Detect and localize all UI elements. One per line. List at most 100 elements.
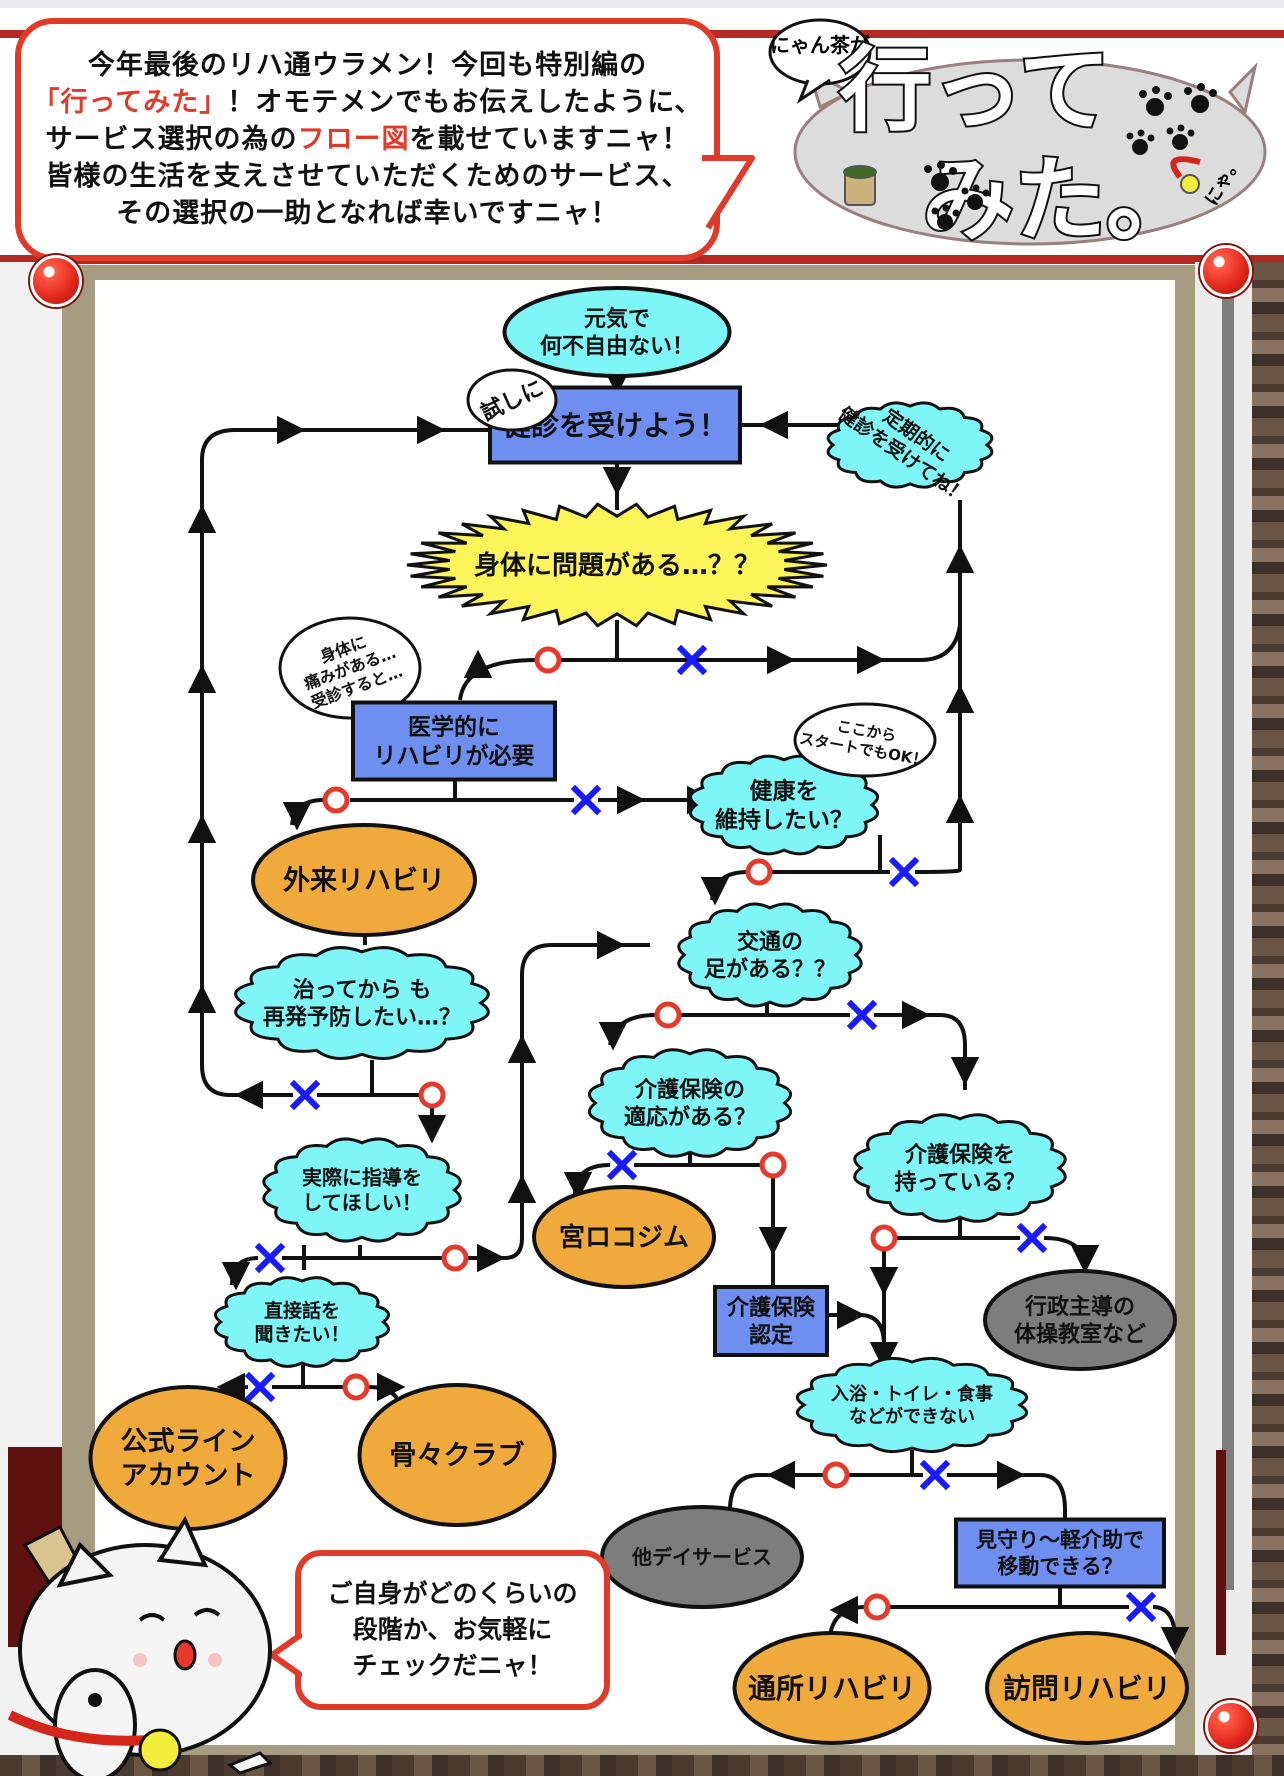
yes-mark-icon — [342, 1373, 370, 1401]
arrow-head-icon — [277, 415, 306, 445]
node-periodic-note: 定期的に健診を受けてね！ — [826, 401, 994, 508]
footer-line: チェックだニャ！ — [352, 1651, 553, 1680]
connector-lines — [187, 367, 1190, 1656]
node-day-rehab-shape — [732, 1631, 932, 1745]
no-mark-icon — [606, 1149, 638, 1181]
pin-top-right-icon — [1200, 245, 1252, 297]
arrow-head-icon — [767, 645, 796, 675]
node-ltc-have: 介護保険を持っている？ — [853, 1113, 1067, 1223]
node-pain-note-shape — [278, 616, 422, 720]
yes-no-marks — [244, 644, 1157, 1623]
yes-mark-icon — [759, 1151, 787, 1179]
arrow-head-icon — [187, 504, 217, 533]
intro-line: その選択の一助となれば幸いですニャ！ — [116, 198, 619, 229]
intro-line: 皆様の生活を支えさせていただくためのサービス、 — [45, 161, 690, 192]
cat-mascot-icon — [7, 1515, 273, 1776]
footer-text: ご自身がどのくらいの 段階か、お気軽に チェックだニャ！ — [327, 1576, 577, 1684]
arrow-head-icon — [902, 1000, 931, 1030]
yes-mark-icon — [863, 1593, 891, 1621]
connector — [282, 1245, 443, 1260]
node-daily-living-shape — [795, 1356, 1029, 1454]
itte-mita-logo: にゃん茶が 行って みた。 にゃ。 — [768, 18, 1267, 250]
arrow-head-icon — [869, 1267, 899, 1296]
connector — [317, 1060, 420, 1097]
arrow-head-icon — [187, 664, 217, 693]
yes-mark-icon — [654, 1001, 682, 1029]
node-start-here-note: ここからスタートでもOK！ — [793, 702, 937, 778]
node-maintain-health-label: 健康を維持したい？ — [715, 778, 853, 834]
yes-mark-icon — [870, 1224, 898, 1252]
brick-wall — [1252, 262, 1284, 1776]
footer-bubble-tail — [269, 1631, 302, 1679]
node-watch-assist-shape — [954, 1517, 1166, 1589]
intro-line-part: を載せていますニャ！ — [409, 124, 690, 155]
yes-mark-icon — [418, 1081, 446, 1109]
arrow-head-icon — [417, 1115, 447, 1144]
node-ltc-certify-shape — [713, 1285, 829, 1357]
arrow-head-icon — [507, 1174, 537, 1203]
node-start-here-note-shape — [793, 702, 937, 778]
node-prevent-relapse: 治ってから も再発予防したい…？ — [234, 946, 490, 1060]
node-ltc-eligible: 介護保険の適応がある？ — [587, 1048, 793, 1158]
node-other-day-label: 他デイサービス — [631, 1545, 772, 1569]
no-mark-icon — [919, 1459, 951, 1491]
node-medical-rehab: 医学的にリハビリが必要 — [351, 700, 557, 782]
node-watch-assist: 見守り～軽介助で移動できる？ — [954, 1517, 1166, 1589]
no-mark-icon — [888, 856, 920, 888]
node-body-problem-label: 身体に問題がある…？？ — [474, 550, 760, 581]
intro-speech-bubble: 今年最後のリハ通ウラメン！今回も特別編の 「行ってみた」！オモテメンでもお伝えし… — [15, 18, 720, 261]
arrow-head-icon — [829, 1595, 858, 1625]
yes-mark-icon — [441, 1244, 469, 1272]
intro-text: 今年最後のリハ通ウラメン！今回も特別編の 「行ってみた」！オモテメンでもお伝えし… — [33, 47, 703, 232]
arrow-head-icon — [377, 1372, 406, 1402]
connector — [771, 835, 890, 874]
arrow-head-icon — [597, 930, 626, 960]
connector — [914, 625, 962, 874]
node-line-account: 公式ラインアカウント — [88, 1385, 288, 1531]
right-wall-accent — [1216, 1450, 1226, 1655]
footer-line: 段階か、お気軽に — [352, 1615, 553, 1644]
node-medical-rehab-shape — [351, 700, 557, 782]
yes-mark-icon — [745, 858, 773, 886]
arrow-head-icon — [477, 1243, 506, 1273]
node-start-label: 元気で何不自由ない！ — [540, 306, 694, 360]
node-talk-direct-label: 直接話を聞きたい！ — [254, 1299, 349, 1346]
arrow-head-icon — [187, 814, 217, 843]
node-checkup-note: 試しに — [466, 368, 558, 432]
no-mark-icon — [254, 1242, 286, 1274]
arrow-head-icon — [234, 1080, 263, 1110]
node-miyaloco-gym-shape — [532, 1185, 716, 1289]
node-outpatient-shape — [251, 823, 477, 937]
node-kotsu-club: 骨々クラブ — [357, 1383, 557, 1527]
node-prevent-relapse-label: 治ってから も再発予防したい…？ — [263, 977, 461, 1030]
node-talk-direct-shape — [213, 1276, 391, 1368]
footer-speech-bubble: ご自身がどのくらいの 段階か、お気軽に チェックだニャ！ — [295, 1550, 610, 1710]
paw-prints-icon — [924, 83, 1217, 230]
intro-line-rest: ！オモテメンでもお伝えしたように、 — [227, 87, 703, 118]
connector — [889, 1587, 1129, 1609]
bell-collar-icon — [1170, 156, 1201, 194]
node-watch-assist-label: 見守り～軽介助で移動できる？ — [976, 1528, 1144, 1578]
node-ltc-have-shape — [853, 1113, 1067, 1223]
no-mark-icon — [570, 784, 602, 816]
connector — [200, 428, 488, 1097]
node-ltc-eligible-shape — [587, 1048, 793, 1158]
arrow-head-icon — [945, 684, 975, 713]
node-ltc-eligible-label: 介護保険の適応がある？ — [624, 1077, 756, 1131]
node-other-day: 他デイサービス — [600, 1505, 804, 1609]
arrow-head-icon — [463, 649, 493, 678]
tea-cup-icon — [843, 165, 877, 206]
node-actual-guidance-label: 実際に指導をしてほしい！ — [302, 1166, 422, 1215]
node-body-problem-shape — [406, 502, 828, 628]
node-transport-shape — [677, 902, 863, 1008]
arrow-head-icon — [187, 984, 217, 1013]
node-day-rehab: 通所リハビリ — [732, 1631, 932, 1745]
node-ltc-certify: 介護保険認定 — [713, 1285, 829, 1357]
footer-line: ご自身がどのくらいの — [327, 1579, 578, 1608]
node-maintain-health: 健康を維持したい？ — [688, 754, 880, 856]
yes-mark-icon — [322, 786, 350, 814]
node-medical-rehab-label: 医学的にリハビリが必要 — [374, 714, 535, 770]
arrow-head-icon — [221, 1262, 251, 1291]
arrow-head-icon — [1160, 1627, 1190, 1656]
